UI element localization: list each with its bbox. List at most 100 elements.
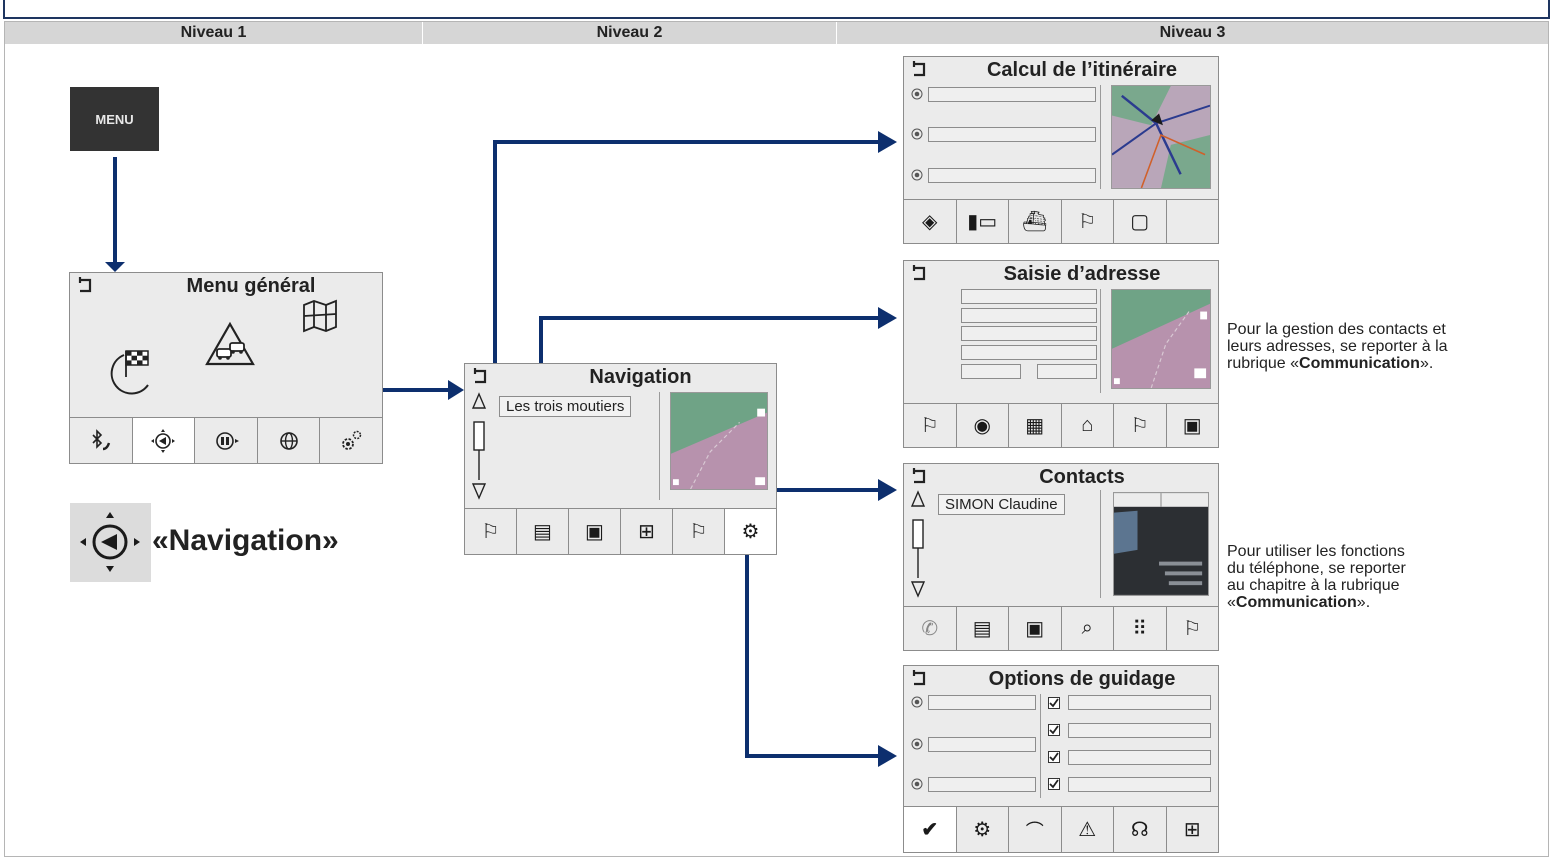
toolbar-confirm-button[interactable]: ✔ bbox=[904, 807, 957, 852]
toolbar-flag-button[interactable]: ⚐ bbox=[1167, 607, 1219, 650]
menu-button[interactable]: MENU bbox=[70, 87, 159, 151]
guidance-checkbox-field[interactable] bbox=[1068, 750, 1211, 765]
back-icon[interactable] bbox=[911, 265, 927, 283]
route-option-field[interactable] bbox=[928, 168, 1096, 183]
scrollbar[interactable] bbox=[910, 490, 926, 598]
toolbar-telephone-button[interactable] bbox=[70, 418, 133, 463]
toolbar-flag-button[interactable]: ⚐ bbox=[673, 509, 725, 554]
toolbar-destination-button[interactable]: ⚐ bbox=[465, 509, 517, 554]
toolbar-contact-card-button[interactable]: ▤ bbox=[957, 607, 1009, 650]
separator bbox=[1100, 85, 1101, 189]
navigation-compass-icon bbox=[151, 428, 176, 453]
toolbar-city-center-button[interactable]: ⌂ bbox=[1062, 404, 1114, 447]
back-icon[interactable] bbox=[472, 368, 488, 386]
guidance-option-field[interactable] bbox=[928, 777, 1036, 792]
radio-icon[interactable] bbox=[911, 738, 923, 750]
toolbar-waypoint-button[interactable]: ⚐ bbox=[1062, 200, 1114, 243]
guidance-checkbox-field[interactable] bbox=[1068, 723, 1211, 738]
route-title: Calcul de l’itinéraire bbox=[986, 59, 1178, 81]
media-icon bbox=[216, 431, 239, 450]
toolbar-position-button[interactable]: ◉ bbox=[957, 404, 1009, 447]
radio-icon[interactable] bbox=[911, 128, 923, 140]
ferry-icon: ⛴ bbox=[1022, 211, 1048, 233]
radio-icon[interactable] bbox=[911, 778, 923, 790]
arrowhead-route bbox=[878, 131, 897, 153]
toolbar-traffic-button[interactable]: ⚠ bbox=[1062, 807, 1114, 852]
traffic-warning-icon[interactable] bbox=[204, 321, 256, 367]
radio-icon[interactable] bbox=[911, 696, 923, 708]
arrow-navigation-to-address bbox=[539, 316, 880, 363]
guidance-option-field[interactable] bbox=[928, 737, 1036, 752]
checkbox-icon[interactable] bbox=[1048, 751, 1060, 763]
contacts-screen: Contacts SIMON Claudine ✆ ▤ ▣ ⌕ ⠿ ⚐ bbox=[903, 463, 1219, 651]
general-menu-toolbar bbox=[70, 417, 382, 463]
back-icon[interactable] bbox=[911, 468, 927, 486]
toolbar-map-button[interactable]: ⊞ bbox=[621, 509, 673, 554]
radio-icon[interactable] bbox=[911, 88, 923, 100]
toolbar-contacts-button[interactable]: ▣ bbox=[569, 509, 621, 554]
general-menu-screen: Menu général bbox=[69, 272, 383, 464]
contacts-book-icon: ▣ bbox=[585, 521, 604, 543]
toolbar-route-type-button[interactable]: ⌒ bbox=[1009, 807, 1062, 852]
toolbar-poi-button[interactable]: ▦ bbox=[1009, 404, 1062, 447]
arrowhead-guidance bbox=[878, 745, 897, 767]
guidance-option-field[interactable] bbox=[928, 695, 1036, 710]
address-field-number[interactable] bbox=[961, 345, 1097, 360]
toolbar-voice-button[interactable]: ☊ bbox=[1114, 807, 1167, 852]
back-icon[interactable] bbox=[911, 670, 927, 688]
toolbar-flag-button[interactable]: ⚐ bbox=[1114, 404, 1167, 447]
voice-guidance-icon: ☊ bbox=[1130, 819, 1149, 841]
toolbar-internet-button[interactable] bbox=[258, 418, 321, 463]
checkbox-icon[interactable] bbox=[1048, 697, 1060, 709]
back-icon[interactable] bbox=[77, 277, 93, 295]
toolbar-navigation-button[interactable] bbox=[132, 418, 196, 463]
route-option-field[interactable] bbox=[928, 87, 1096, 102]
toolbar-ferry-button[interactable]: ⛴ bbox=[1009, 200, 1062, 243]
map-icon[interactable] bbox=[302, 297, 338, 333]
traffic-warning-icon: ⚠ bbox=[1078, 819, 1097, 841]
toolbar-address-button[interactable]: ▤ bbox=[517, 509, 569, 554]
guidance-checkbox-field[interactable] bbox=[1068, 695, 1211, 710]
address-field-extra[interactable] bbox=[961, 364, 1021, 379]
city-center-icon: ⌂ bbox=[1081, 414, 1094, 436]
address-field-extra[interactable] bbox=[1037, 364, 1097, 379]
position-icon: ◉ bbox=[973, 415, 991, 437]
toolbar-guidance-settings-button[interactable]: ⚙ bbox=[957, 807, 1009, 852]
checkbox-icon[interactable] bbox=[1048, 724, 1060, 736]
toolbar-destination-button[interactable]: ⚐ bbox=[904, 404, 957, 447]
arrowhead-down bbox=[105, 262, 125, 272]
arrow-navigation-to-guidance bbox=[745, 555, 880, 758]
toolbar-settings-button[interactable] bbox=[320, 418, 382, 463]
toolbar-save-button[interactable]: ▣ bbox=[1167, 404, 1219, 447]
address-field-country[interactable] bbox=[961, 289, 1097, 304]
navigation-list-item[interactable]: Les trois moutiers bbox=[499, 396, 632, 417]
contacts-list-item[interactable]: SIMON Claudine bbox=[938, 494, 1065, 515]
toolbar-guidance-options-button[interactable]: ⚙ bbox=[725, 509, 776, 554]
toolbar-edit-button[interactable]: ▢ bbox=[1114, 200, 1167, 243]
checkbox-icon[interactable] bbox=[1048, 778, 1060, 790]
address-field-city[interactable] bbox=[961, 308, 1097, 323]
toolbar-keypad-button[interactable]: ⠿ bbox=[1114, 607, 1167, 650]
address-toolbar: ⚐ ◉ ▦ ⌂ ⚐ ▣ bbox=[904, 403, 1218, 447]
route-type-icon: ⌒ bbox=[1025, 820, 1044, 841]
navigation-title: Navigation bbox=[589, 366, 692, 388]
radio-icon[interactable] bbox=[911, 169, 923, 181]
destination-flag-icon[interactable] bbox=[110, 345, 160, 400]
navigation-toolbar: ⚐ ▤ ▣ ⊞ ⚐ ⚙ bbox=[465, 508, 776, 554]
scrollbar[interactable] bbox=[471, 392, 487, 500]
toolbar-route-button[interactable]: ◈ bbox=[904, 200, 957, 243]
route-option-field[interactable] bbox=[928, 127, 1096, 142]
toolbar-search-button[interactable]: ⌕ bbox=[1062, 607, 1114, 650]
toolbar-call-button[interactable]: ✆ bbox=[904, 607, 957, 650]
address-field-street[interactable] bbox=[961, 326, 1097, 341]
keypad-icon: ⠿ bbox=[1132, 618, 1148, 640]
toolbar-media-button[interactable] bbox=[195, 418, 258, 463]
back-icon[interactable] bbox=[911, 61, 927, 79]
toolbar-call-log-button[interactable]: ▣ bbox=[1009, 607, 1062, 650]
flag-icon: ⚐ bbox=[1130, 415, 1149, 437]
toolbar-vehicle-button[interactable]: ▮▭ bbox=[957, 200, 1009, 243]
guidance-checkbox-field[interactable] bbox=[1068, 777, 1211, 792]
arrow-navigation-to-route bbox=[493, 140, 880, 363]
toolbar-map-button[interactable]: ⊞ bbox=[1167, 807, 1219, 852]
